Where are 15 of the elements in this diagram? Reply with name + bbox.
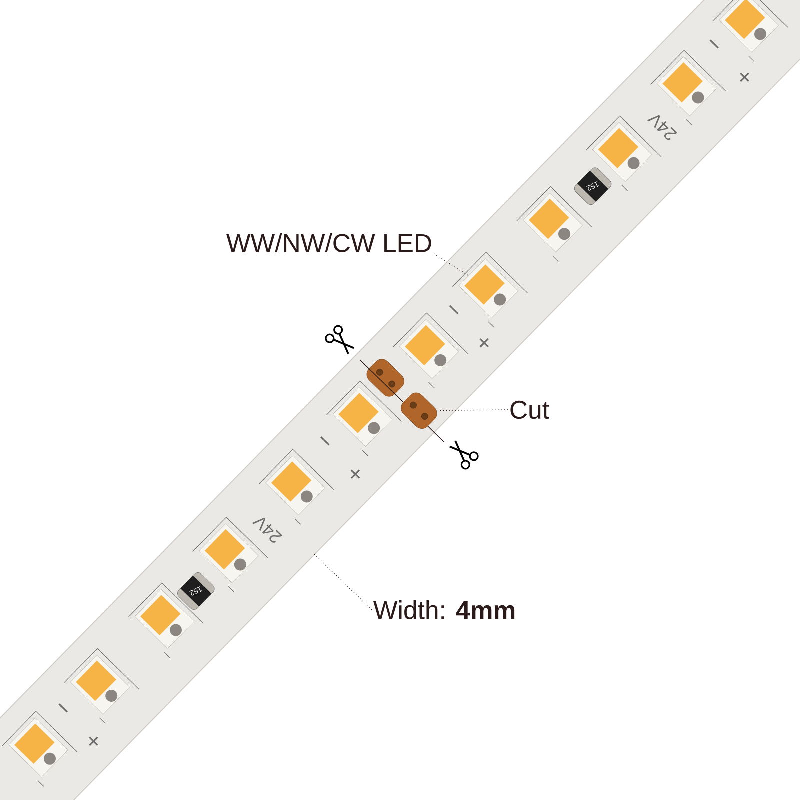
polarity-sign: + <box>89 736 98 746</box>
callout-label: WW/NW/CW LED <box>226 234 432 252</box>
polarity-sign: + <box>350 470 360 480</box>
leader-line <box>438 410 508 412</box>
leader-line <box>314 554 372 610</box>
voltage-marking: 24V <box>647 115 678 140</box>
polarity-sign: + <box>740 72 750 82</box>
polarity-sign: − <box>320 436 330 446</box>
leader-line <box>434 254 469 276</box>
callout-label: Cut <box>510 400 550 420</box>
callout-label: Width: 4mm <box>374 600 515 620</box>
solder-pad <box>410 402 428 420</box>
polarity-sign: − <box>710 40 719 49</box>
polarity-sign: − <box>58 704 68 713</box>
voltage-marking: 24V <box>252 518 283 543</box>
